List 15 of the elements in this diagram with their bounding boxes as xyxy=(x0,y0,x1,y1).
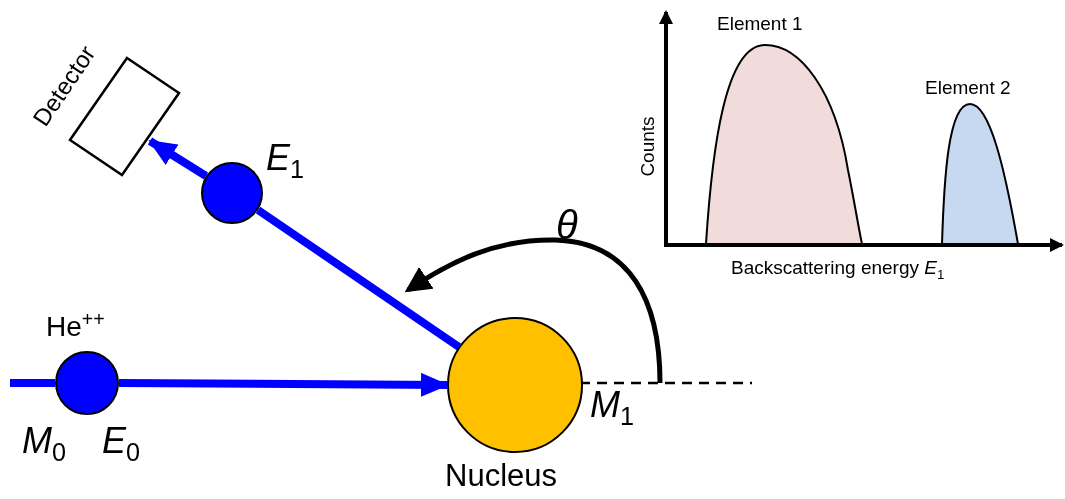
symbol-label: E$_{1}$ xyxy=(266,140,305,183)
symbol-label: M$_{1}$ xyxy=(590,387,634,430)
particle-circle xyxy=(55,351,119,415)
particle-path-arrow xyxy=(147,137,209,180)
axis-title: Counts xyxy=(637,116,657,177)
symbol-label: E$_{0}$ xyxy=(102,423,141,466)
angle-symbol: θ xyxy=(556,205,578,245)
symbol-label: M$_{0}$ xyxy=(22,423,66,466)
particle-circle xyxy=(201,162,263,224)
peak-label: Element 1 xyxy=(717,14,803,33)
axis-title: Backscattering energy E$_{1}$ xyxy=(731,258,945,282)
symbol-label: Nucleus xyxy=(445,460,557,491)
symbol-label: He$^{++}$ xyxy=(46,310,105,342)
peak-label: Element 2 xyxy=(925,78,1011,97)
particle-path-arrow xyxy=(118,372,449,397)
